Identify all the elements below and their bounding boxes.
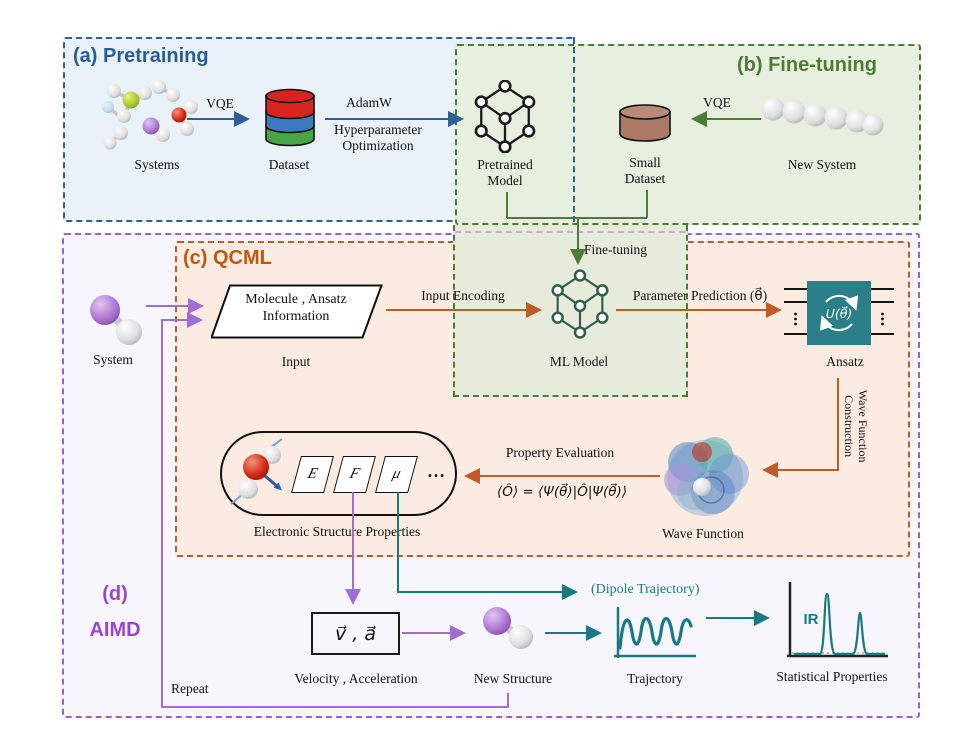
database-icon-small	[617, 103, 673, 145]
molecule-cluster-icon	[98, 76, 216, 156]
atom-chain-icon	[760, 98, 884, 140]
fine-tuning-label: Fine-tuning	[584, 242, 647, 257]
systems-label: Systems	[134, 157, 180, 172]
panel-title-finetuning: (b) Fine-tuning	[737, 54, 877, 76]
panel-title-aimd-line1: (d)	[102, 583, 128, 605]
panel-aimd-top-edge	[455, 231, 685, 233]
ansatz-label: Ansatz	[826, 354, 864, 369]
panel-title-aimd-line2: AIMD	[89, 619, 141, 641]
small-dataset-label: Small Dataset	[624, 155, 666, 186]
stacked-database-icon	[264, 88, 316, 152]
panel-title-aimd: (d) AIMD	[78, 576, 152, 648]
property-ellipsis: …	[427, 461, 445, 481]
vqe-label-a: VQE	[206, 96, 234, 111]
ml-model-label: ML Model	[549, 354, 609, 369]
property-formula: ⟨Ô⟩ = ⟨Ψ(θ⃗)|Ô|Ψ(θ⃗)⟩	[496, 484, 628, 500]
velocity-acceleration-box: v⃗ , a⃗	[311, 612, 400, 655]
velocity-acceleration-label: Velocity , Acceleration	[294, 671, 418, 686]
new-structure-label: New Structure	[473, 671, 553, 686]
esp-label: Electronic Structure Properties	[253, 524, 421, 539]
parameter-prediction-label: Parameter Prediction (θ⃗)	[632, 288, 768, 303]
vqe-label-b: VQE	[703, 95, 731, 110]
input-box-text: Molecule , Ansatz Information	[245, 292, 347, 324]
panel-title-qcml: (c) QCML	[183, 247, 272, 269]
input-encoding-label: Input Encoding	[421, 288, 505, 303]
statistical-properties-label: Statistical Properties	[776, 669, 888, 684]
pretrained-model-label: Pretrained Model	[477, 157, 533, 188]
water-molecule-forces-icon	[228, 437, 294, 509]
quantum-circuit-gate-icon: U(θ⃗)	[784, 280, 894, 346]
new-system-label: New System	[787, 157, 857, 172]
trajectory-label: Trajectory	[627, 671, 683, 686]
orbital-cloud-icon	[655, 430, 755, 524]
wave-construction-label: Wave Function Construction	[842, 389, 871, 463]
sine-wave-icon	[610, 604, 698, 662]
ir-spectrum-icon	[782, 578, 892, 662]
wave-function-label: Wave Function	[662, 526, 744, 541]
property-evaluation-label: Property Evaluation	[505, 445, 615, 460]
ansatz-gate-text: U(θ⃗)	[826, 306, 853, 321]
adamw-label: AdamW	[346, 95, 392, 110]
diatomic-molecule-icon-system	[86, 294, 148, 352]
system-label: System	[93, 352, 133, 367]
panel-title-pretraining: (a) Pretraining	[73, 45, 209, 67]
diatomic-molecule-icon-newstructure	[476, 606, 540, 658]
cube-network-icon-pretrained	[472, 80, 538, 153]
dataset-label: Dataset	[268, 157, 310, 172]
dipole-trajectory-label: (Dipole Trajectory)	[591, 582, 700, 597]
hyperparameter-label: Hyperparameter Optimization	[334, 122, 422, 153]
cube-network-icon-mlmodel	[549, 269, 611, 339]
repeat-label: Repeat	[171, 681, 209, 696]
input-label: Input	[281, 354, 311, 369]
panel-pretraining-right-edge	[573, 37, 575, 222]
ir-label: IR	[803, 611, 819, 628]
